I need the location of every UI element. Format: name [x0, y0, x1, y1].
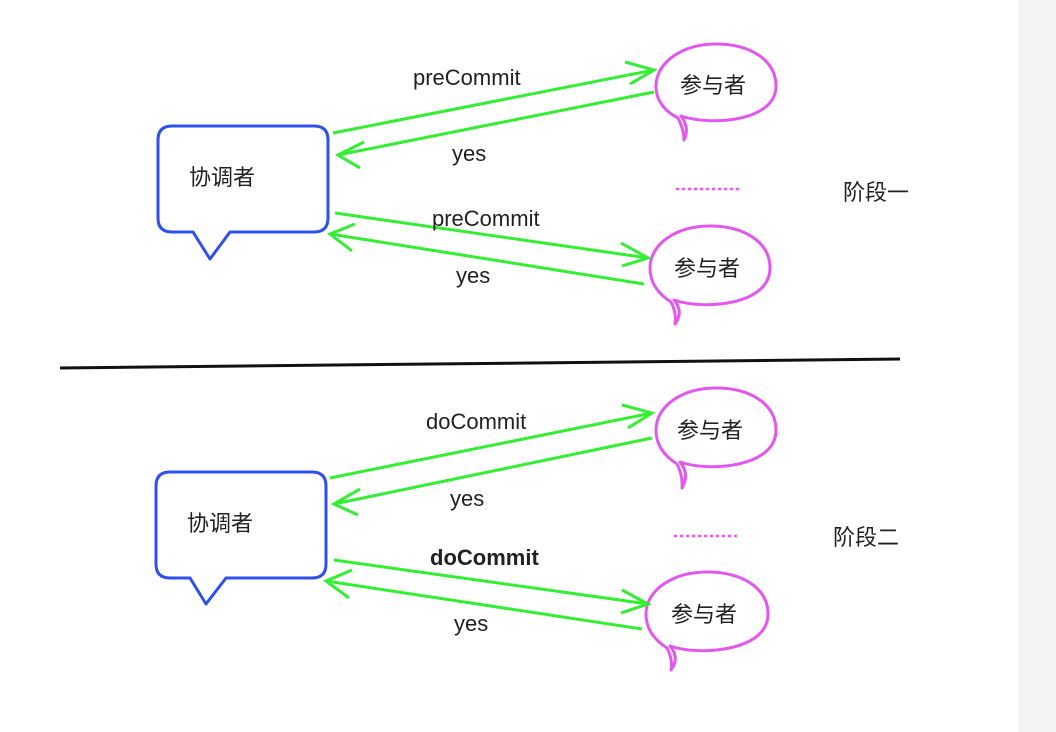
participant-label-top: 参与者 [680, 74, 746, 99]
phase-label: 阶段一 [843, 181, 909, 206]
message-label-request-top: preCommit [413, 65, 521, 90]
participant-bubble-bottom [644, 570, 770, 672]
coordinator-bubble [156, 124, 330, 261]
arrow-reply-top [334, 90, 655, 170]
participant-label-top: 参与者 [677, 419, 743, 444]
participant-bubble-bottom [648, 224, 772, 326]
participant-node-top: 参与者 [654, 42, 778, 142]
participant-label-bottom: 参与者 [674, 257, 740, 282]
message-label-request-bottom: preCommit [432, 206, 540, 231]
participant-bubble-top [654, 42, 778, 142]
participant-node-top: 参与者 [654, 386, 778, 490]
coordinator-label: 协调者 [187, 512, 253, 537]
arrow-request-top [329, 403, 656, 480]
participant-bubble-top [654, 386, 778, 490]
arrow-request-bottom [334, 211, 652, 268]
coordinator-label: 协调者 [189, 166, 255, 191]
message-label-request-top: doCommit [426, 409, 526, 434]
message-label-reply-top: yes [452, 141, 486, 166]
arrow-reply-bottom [327, 222, 645, 286]
coordinator-node: 协调者 [154, 470, 328, 606]
phase-two-group: 协调者 参与者 参与者 [154, 386, 899, 672]
participant-label-bottom: 参与者 [671, 603, 737, 628]
phase-label: 阶段二 [833, 526, 899, 551]
participant-node-bottom: 参与者 [648, 224, 772, 326]
message-label-request-bottom: doCommit [430, 545, 539, 570]
arrow-reply-top [330, 436, 653, 517]
coordinator-node: 协调者 [156, 124, 330, 261]
message-label-reply-bottom: yes [454, 611, 488, 636]
arrow-request-bottom [333, 558, 652, 615]
arrow-request-top [332, 60, 658, 135]
phase-one-group: 协调者 参与者 参与者 [156, 42, 909, 326]
phase-separator [59, 357, 901, 370]
message-label-reply-bottom: yes [456, 263, 490, 288]
arrow-reply-bottom [322, 568, 643, 631]
right-margin-strip [1018, 0, 1056, 732]
participant-node-bottom: 参与者 [644, 570, 770, 672]
coordinator-bubble [154, 470, 328, 606]
message-label-reply-top: yes [450, 486, 484, 511]
